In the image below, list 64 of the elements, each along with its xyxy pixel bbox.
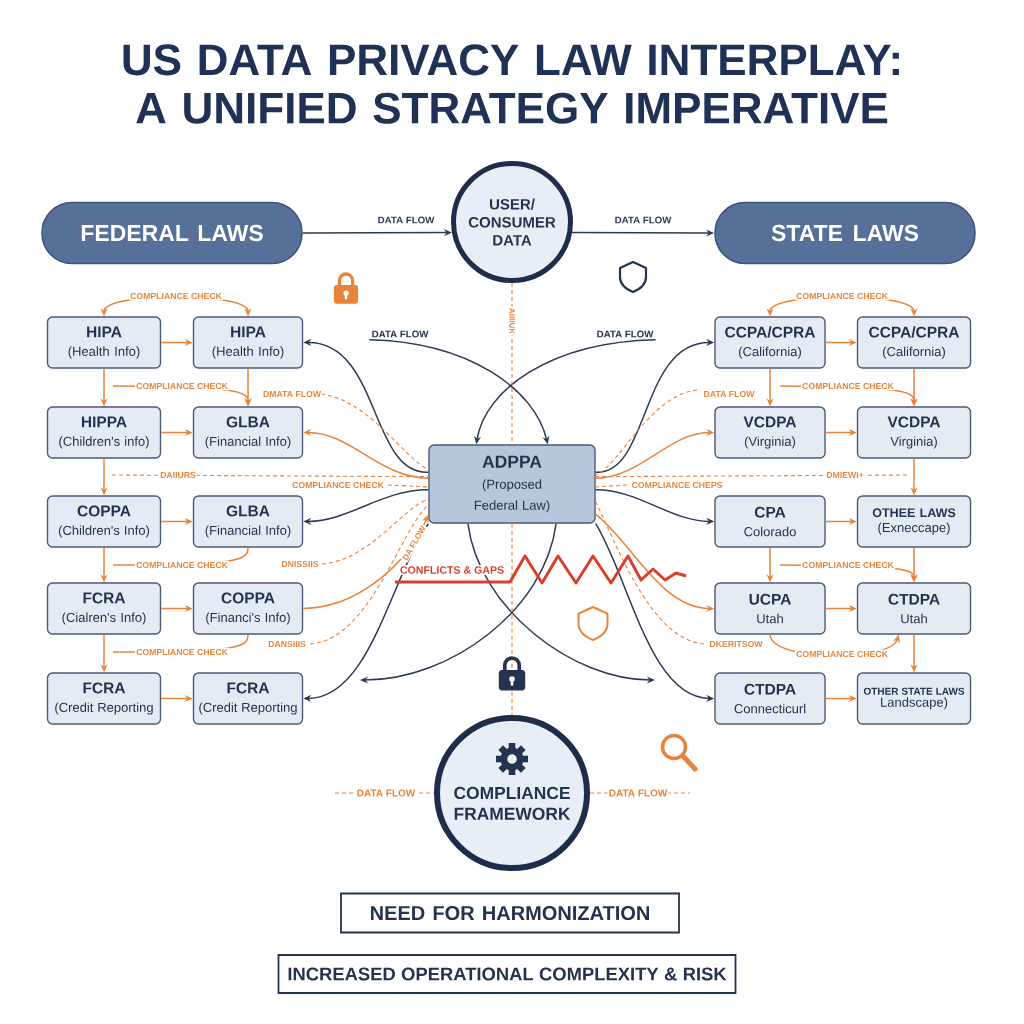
dashed-line <box>309 504 429 645</box>
flow-label: DATA FLOW <box>372 330 429 338</box>
edge-label: COMPLIANCE CHECK <box>134 381 230 391</box>
edge-label: DANSIIIS <box>266 639 308 649</box>
dashed-line <box>321 498 429 565</box>
heading-pill: STATE LAWS <box>714 201 976 265</box>
edge-label: COMPLIANCE CHECK <box>290 480 386 490</box>
edge-label: COMPLIANCE CHECK <box>134 560 230 570</box>
edge-label: DATA FLOW <box>376 215 436 225</box>
banner-box: INCREASED OPERATIONAL COMPLEXITY & RISK <box>277 954 737 994</box>
dashed-line <box>595 484 628 488</box>
law-box: GLBA (Financial Info) <box>192 495 304 548</box>
law-box: VCDPA (Virginia) <box>714 406 826 459</box>
law-box: HIPA (Health Info) <box>192 316 304 369</box>
law-box: CPA Colorado <box>714 495 826 548</box>
law-box: VCDPA Virginia) <box>856 406 972 459</box>
law-box: COPPA (Financi's Info) <box>192 582 304 635</box>
law-box: HIPPA (Children's info) <box>46 406 162 459</box>
law-box: CCPA/CPRA (California) <box>714 316 826 369</box>
edge-label: COMPLIANCE CHECK <box>128 291 224 301</box>
dashed-line <box>511 282 513 445</box>
law-box: UCPA Utah <box>714 582 826 635</box>
dashed-line <box>111 474 429 478</box>
heading-pill: FEDERAL LAWS <box>41 201 303 265</box>
law-box: HIPA (Health Info) <box>46 316 162 369</box>
law-box: GLBA (Financial Info) <box>192 406 304 459</box>
edge-label: DNISSIIS <box>280 559 320 569</box>
title: US DATA PRIVACY LAW INTERPLAY: A UNIFIED STRATEGY IMPERATIVE <box>123 44 899 124</box>
law-box: CTDPA Connecticurl <box>714 672 826 725</box>
edge-label: COMPLIANCE CHECK <box>794 649 890 659</box>
edge-label: COMPLIANCE CHECK <box>794 291 890 301</box>
edge-label: DKERITSOW <box>708 639 764 649</box>
dashed-line <box>595 389 698 476</box>
flow-label: DATA FLOW <box>597 330 654 338</box>
law-box: COPPA (Children's Info) <box>46 495 162 548</box>
circle-node: USER/ CONSUMER DATA <box>451 161 573 283</box>
callout-text: CONFLICTS & GAPS <box>398 565 506 575</box>
dashed-line <box>511 523 513 716</box>
edge-label: AIIIIUK <box>508 306 516 336</box>
banner-box: NEED FOR HARMONIZATION <box>340 892 680 934</box>
law-box: FCRA (Credit Reporting <box>192 672 304 725</box>
dashed-line <box>320 393 429 470</box>
edge-label: DMIEWI+ <box>825 470 865 480</box>
circle-node: COMPLIANCE FRAMEWORK <box>434 715 590 871</box>
edge-label: DAIIURS <box>158 470 198 480</box>
law-box: OTHER STATE LAWS Landscape) <box>856 672 972 725</box>
law-box: CCPA/CPRA (California) <box>856 316 972 369</box>
dashed-line <box>387 484 429 488</box>
edge-label: COMPLIANCE CHECK <box>800 560 896 570</box>
dashed-line <box>595 501 705 645</box>
law-box: CTDPA Utah <box>856 582 972 635</box>
law-box: FCRA (Cialren's Info) <box>46 582 162 635</box>
edge-label: DATA FLOW <box>702 389 756 399</box>
law-box: ADPPA (Proposed Federal Law) <box>428 444 596 524</box>
edge-label: COMPLIANCE CHEPS <box>630 480 724 490</box>
edge-label: DATA FLOW <box>613 215 673 225</box>
edge-label: COMPLIANCE CHECK <box>134 647 230 657</box>
edge-label: DATA FLOW <box>607 788 669 798</box>
law-box: OTHEE LAWS (Exneccape) <box>856 495 972 548</box>
dashed-line <box>595 474 908 478</box>
law-box: FCRA (Credit Reporting <box>46 672 162 725</box>
edge-label: COMPLIANCE CHECK <box>800 381 896 391</box>
edge-label: DMATA FLOW <box>261 389 323 399</box>
edge-label: DATA FLOW <box>355 788 417 798</box>
